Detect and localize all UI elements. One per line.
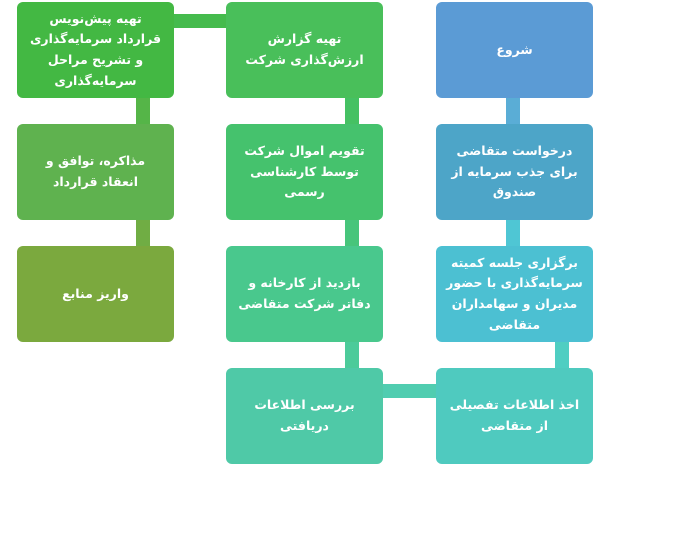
node-valuation-label: تقویم اموال شرکت توسط کارشناسی رسمی xyxy=(244,143,365,200)
node-draft-contract: تهیه پیش‌نویس قرارداد سرمایه‌گذاری و تشر… xyxy=(17,2,174,98)
node-fund-deposit: واریز منابع xyxy=(17,246,174,342)
connector-draft-contract-negotiation xyxy=(136,92,150,128)
node-negotiation: مذاکره، توافق و انعقاد قرارداد xyxy=(17,124,174,220)
connector-valuation-report-draft-contract xyxy=(170,14,232,28)
node-site-visit-label: بازدید از کارخانه و دفاتر شرکت متقاضی xyxy=(238,275,371,311)
connector-site-visit-valuation xyxy=(345,215,359,251)
node-committee-label: برگزاری جلسه کمیته سرمایه‌گذاری با حضور … xyxy=(446,254,583,332)
node-request: درخواست متقاضی برای جذب سرمایه از صندوق xyxy=(436,124,593,220)
node-negotiation-label: مذاکره، توافق و انعقاد قرارداد xyxy=(45,153,146,189)
node-draft-contract-label: تهیه پیش‌نویس قرارداد سرمایه‌گذاری و تشر… xyxy=(29,10,162,88)
node-detailed-info-label: اخذ اطلاعات تفصیلی از متقاضی xyxy=(449,397,580,433)
connector-request-committee xyxy=(506,215,520,251)
node-valuation-report: تهیه گزارش ارزش‌گذاری شرکت xyxy=(226,2,383,98)
node-start-label: شروع xyxy=(496,41,533,57)
connector-start-request xyxy=(506,92,520,128)
connector-valuation-valuation-report xyxy=(345,92,359,128)
node-review-info: بررسی اطلاعات دریافتی xyxy=(226,368,383,464)
node-review-info-label: بررسی اطلاعات دریافتی xyxy=(254,397,355,433)
node-start: شروع xyxy=(436,2,593,98)
node-detailed-info: اخذ اطلاعات تفصیلی از متقاضی xyxy=(436,368,593,464)
node-fund-deposit-label: واریز منابع xyxy=(62,285,129,301)
connector-negotiation-fund-deposit xyxy=(136,215,150,251)
node-valuation-report-label: تهیه گزارش ارزش‌گذاری شرکت xyxy=(245,31,364,67)
connector-review-info-site-visit xyxy=(345,338,359,374)
node-request-label: درخواست متقاضی برای جذب سرمایه از صندوق xyxy=(451,143,578,200)
node-site-visit: بازدید از کارخانه و دفاتر شرکت متقاضی xyxy=(226,246,383,342)
node-valuation: تقویم اموال شرکت توسط کارشناسی رسمی xyxy=(226,124,383,220)
node-committee: برگزاری جلسه کمیته سرمایه‌گذاری با حضور … xyxy=(436,246,593,342)
connector-detailed-info-review-info xyxy=(378,384,440,398)
connector-committee-detailed-info xyxy=(555,338,569,374)
